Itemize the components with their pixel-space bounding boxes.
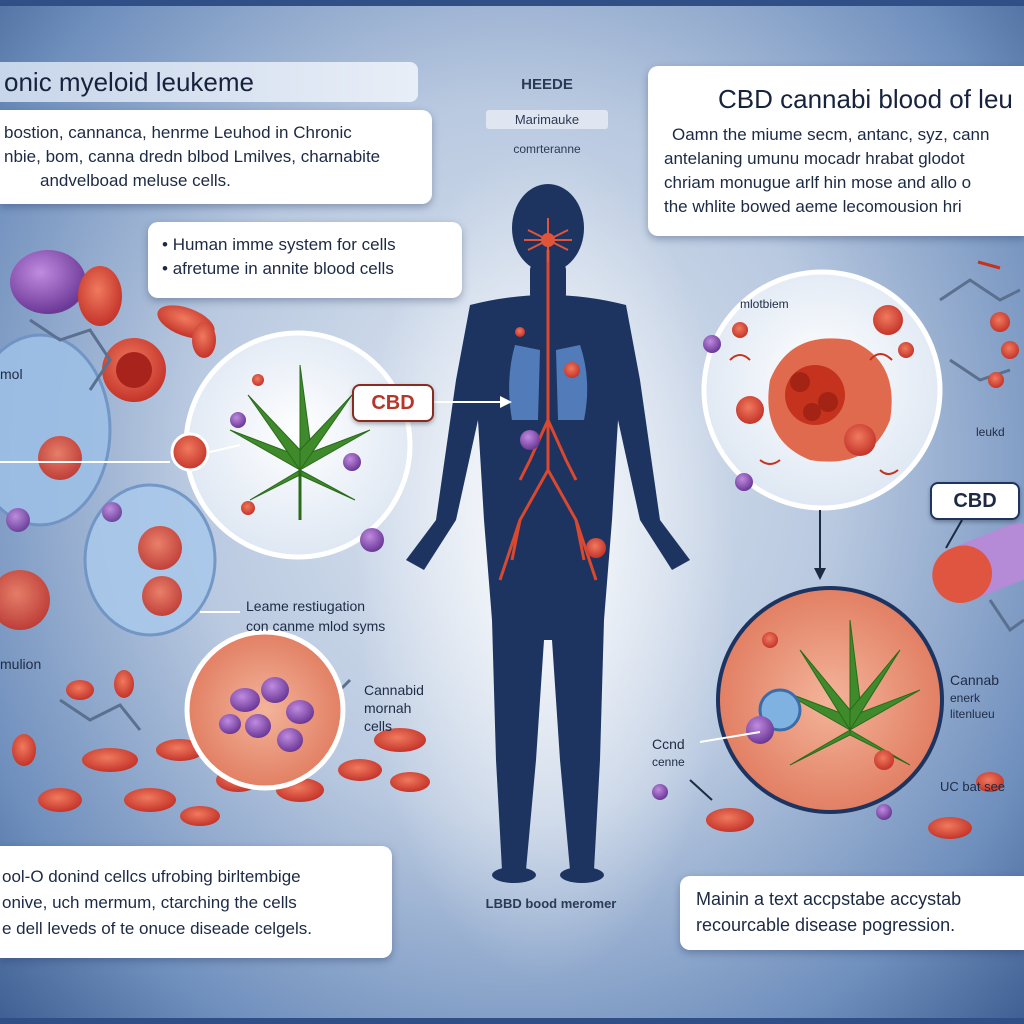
cbd-tag-right: CBD: [930, 482, 1020, 520]
left-info-box: bostion, cannanca, henrme Leuhod in Chro…: [0, 110, 432, 204]
bottom-left-line-3: e dell leveds of te onuce diseade celgel…: [2, 919, 312, 938]
right-info-line-1: Oamn the miume secm, antanc, syz, cann: [672, 125, 990, 144]
label-cbd-lower-left-1: Ccnd: [652, 736, 685, 752]
page-title: onic myeloid leukeme: [0, 62, 418, 102]
right-info-line-3: chriam monugue arlf hin mose and allo o: [664, 173, 972, 192]
label-right-low-3: litenlueu: [950, 707, 995, 721]
bottom-right-line-1: Mainin a text accpstabe accystab: [696, 889, 962, 909]
left-info-line-1: bostion, cannanca, henrme Leuhod in Chro…: [4, 123, 352, 142]
center-header-subtitle: Marimauke: [486, 110, 608, 129]
cbd-capsule: [932, 523, 1024, 603]
right-info-box: CBD cannabi blood of leu Oamn the miume …: [648, 66, 1024, 236]
bottom-left-line-1: ool-O donind cellcs ufrobing birltembige: [2, 867, 301, 886]
bullet-item-1: Human imme system for cells: [162, 234, 396, 256]
cbd-tag-center: CBD: [352, 384, 434, 422]
bottom-right-line-2: recourcable disease pogression.: [696, 915, 956, 935]
label-cannabis-cells-1: Cannabid: [364, 682, 424, 698]
label-middle-note-1: Leame restiugation: [246, 598, 366, 614]
bullet-list-box: Human imme system for cells afretume in …: [148, 222, 462, 298]
label-cannabis-cells-3: cells: [364, 718, 393, 734]
label-right-edge: leukd: [976, 425, 1005, 439]
center-header-caption: comrteranne: [513, 142, 581, 156]
left-info-line-2: nbie, bom, canna dredn blbod Lmilves, ch…: [4, 147, 381, 166]
label-uc-note: UC bat see: [940, 779, 1006, 794]
bullet-item-2: afretume in annite blood cells: [162, 258, 394, 280]
label-cbd-lower-left-2: cenne: [652, 755, 685, 769]
bottom-center-caption: LBBD bood meromer: [485, 896, 617, 911]
label-right-top-cell: mlotbiem: [740, 297, 789, 311]
bottom-right-box: Mainin a text accpstabe accystab recourc…: [680, 876, 1024, 950]
left-info-line-3: andvelboad meluse cells.: [40, 171, 231, 190]
bottom-left-line-2: onive, uch mermum, ctarching the cells: [2, 893, 297, 912]
leukemia-magnifier-circle: [701, 269, 943, 511]
rbc-pointer-cell: [170, 432, 210, 472]
tissue-circle-right: [716, 586, 944, 814]
label-middle-note-2: con canme mlod syms: [246, 618, 386, 634]
tissue-circle-left: [184, 629, 346, 791]
cannabis-magnifier-circle: [183, 330, 413, 560]
label-left-low: mulion: [0, 656, 42, 672]
label-cannabis-cells-2: mornah: [364, 700, 412, 716]
label-left-mid: mol: [0, 366, 23, 382]
right-info-line-4: the whlite bowed aeme lecomousion hri: [664, 197, 962, 216]
wbc-top-left: [10, 250, 86, 314]
center-header-title: HEEDE: [521, 76, 573, 93]
label-right-low-1: Cannab: [950, 672, 1000, 688]
bottom-left-box: ool-O donind cellcs ufrobing birltembige…: [0, 846, 392, 958]
right-info-title: CBD cannabi blood of leu: [718, 84, 1013, 114]
right-info-line-2: antelaning umunu mocadr hrabat glodot: [664, 149, 965, 168]
label-right-low-2: enerk: [950, 691, 981, 705]
